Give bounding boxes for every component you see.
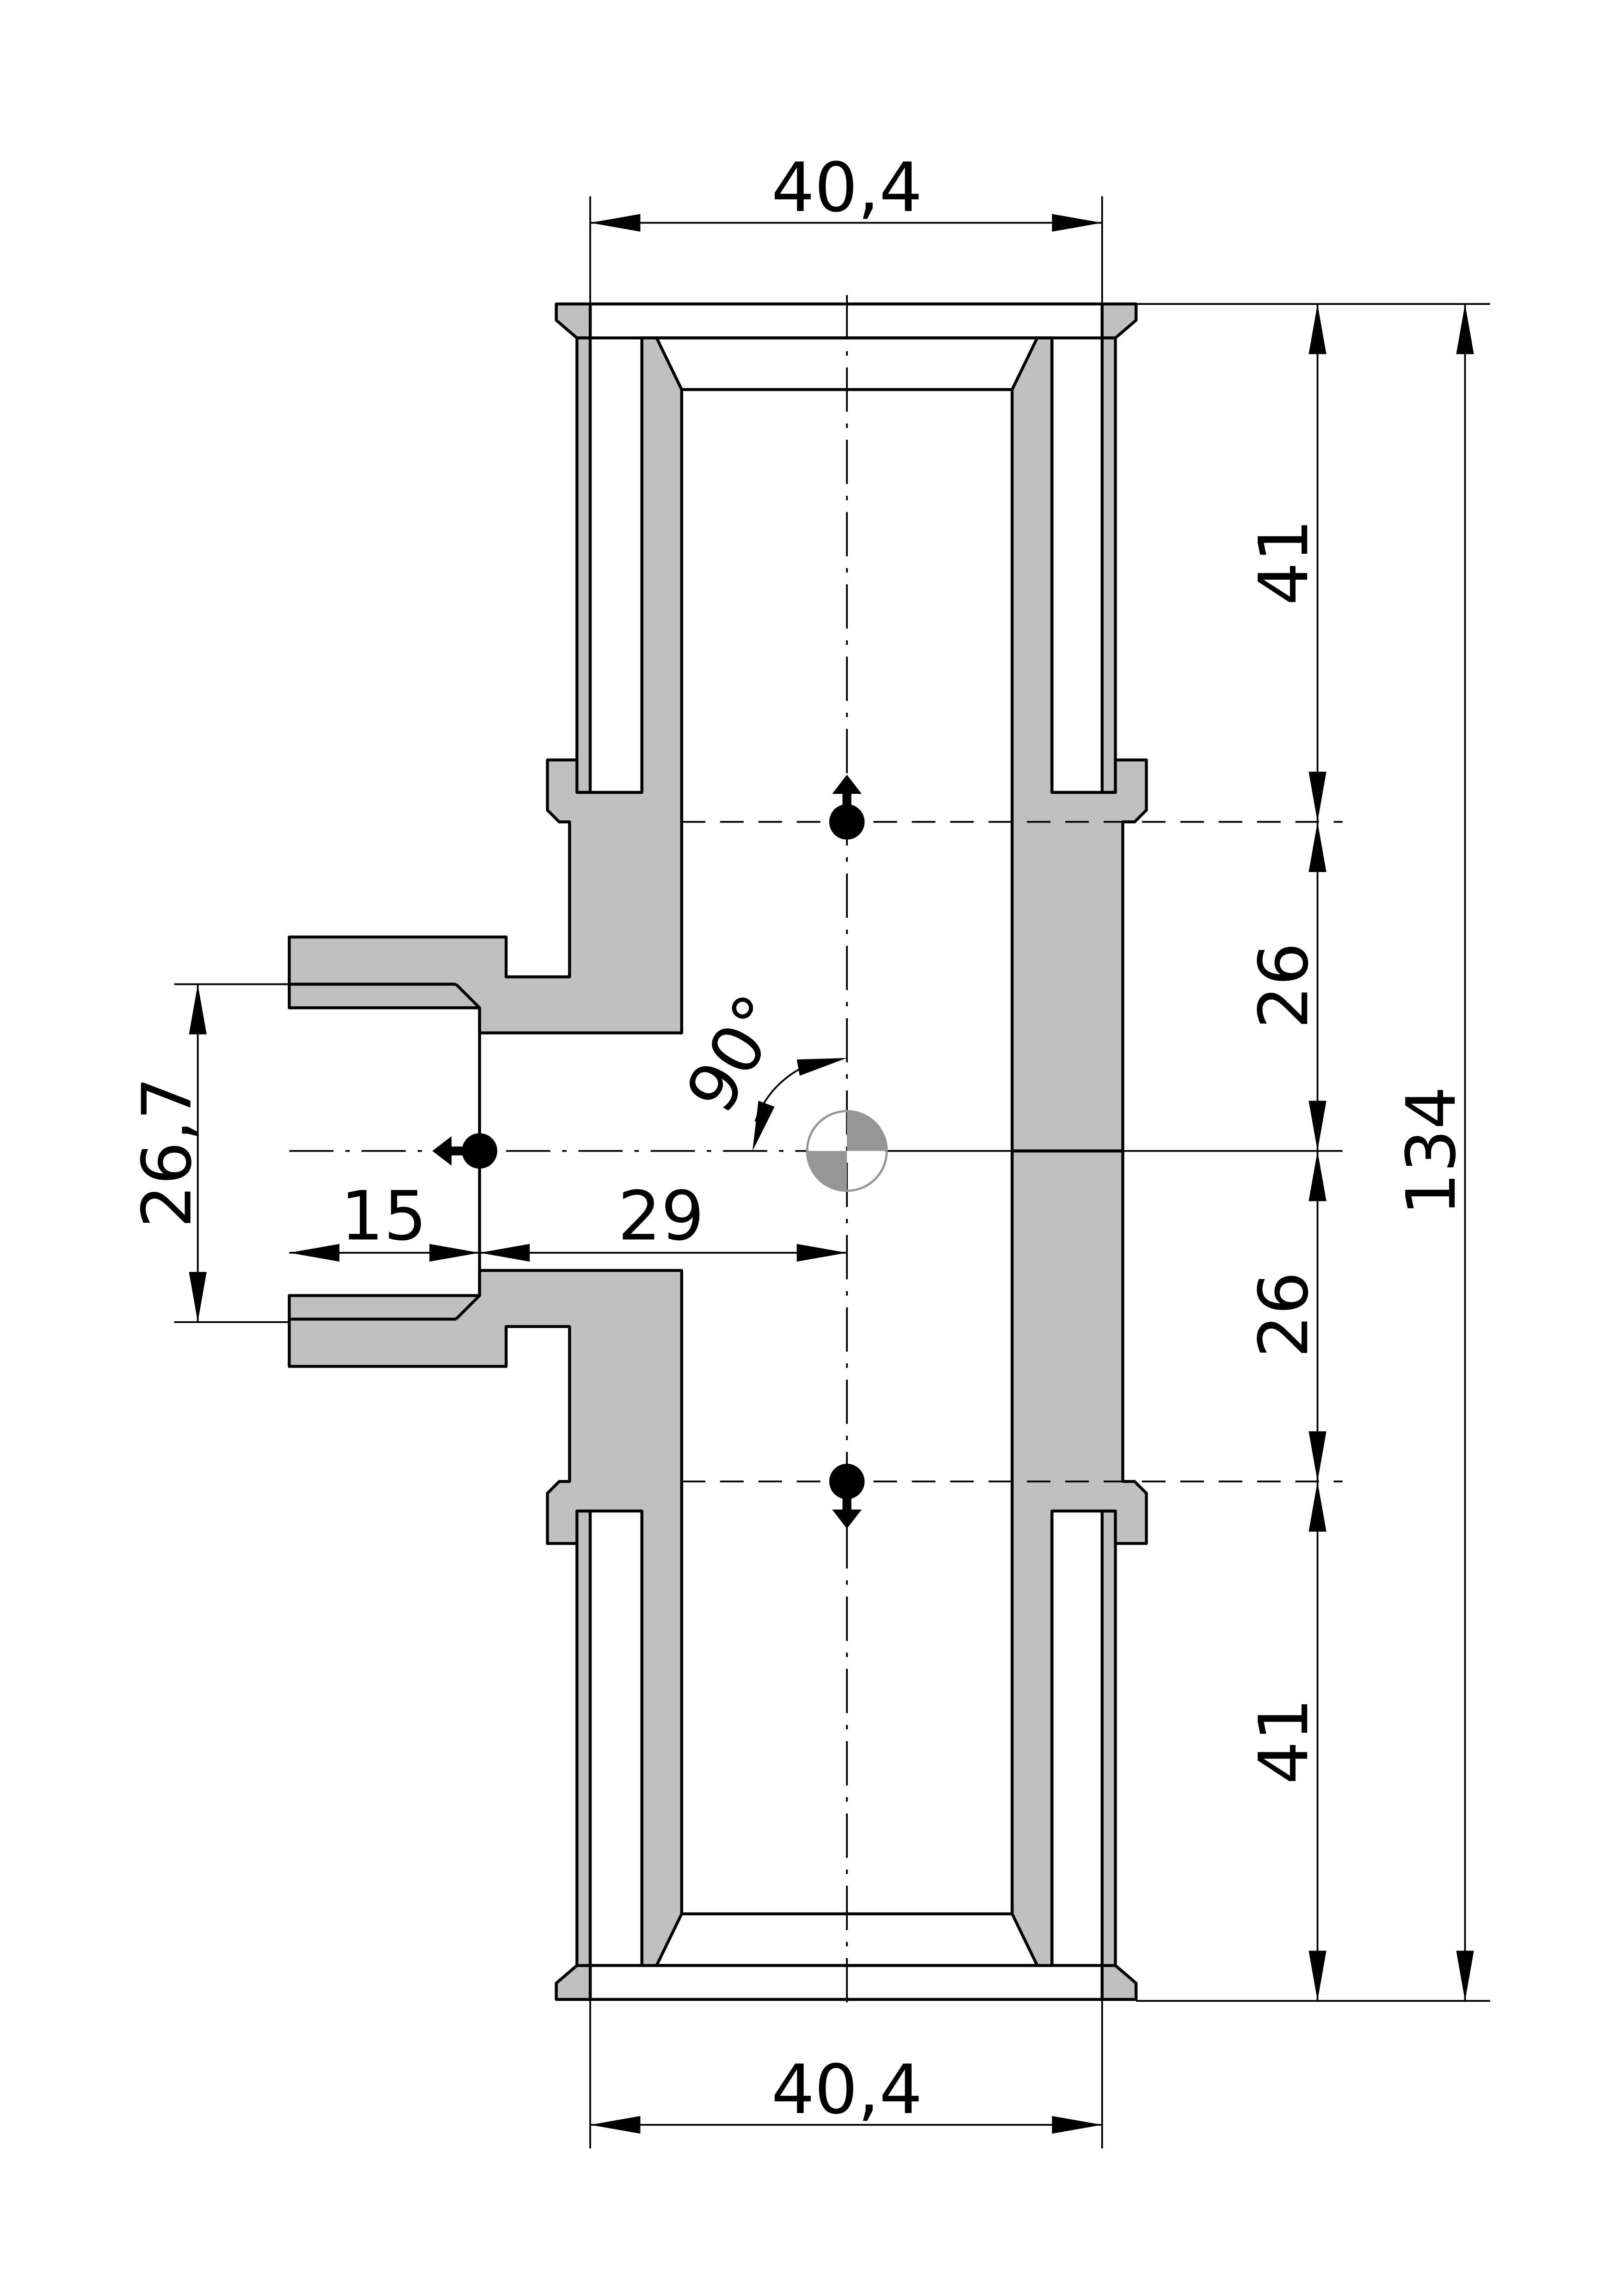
dimension-arrow-icon bbox=[1308, 1950, 1327, 2001]
angle-arrow-icon bbox=[796, 1058, 847, 1076]
dimension-arrow-icon bbox=[1308, 304, 1327, 354]
dimension-arrow-icon bbox=[1052, 2116, 1102, 2134]
center-of-gravity-mark bbox=[806, 1110, 888, 1192]
right-chamfer bbox=[1100, 302, 1138, 340]
dim-branch-diameter: 26,7 bbox=[128, 1077, 207, 1228]
dimension-arrow-icon bbox=[1308, 822, 1327, 873]
fitting-upper-half bbox=[288, 302, 1148, 1154]
extension-lines bbox=[174, 196, 1490, 2149]
dim-bottom-width: 40,4 bbox=[771, 2050, 923, 2129]
dimension-arrow-icon bbox=[429, 1244, 480, 1262]
dim-upper-half: 26 bbox=[1244, 942, 1323, 1029]
right-outer-strip bbox=[1100, 336, 1117, 794]
dim-branch-to-center: 29 bbox=[618, 1176, 704, 1256]
dimension-arrow-icon bbox=[1308, 1101, 1327, 1151]
left-chamfer bbox=[555, 302, 592, 340]
dim-branch-thread: 15 bbox=[340, 1176, 427, 1256]
dimension-arrow-icon bbox=[479, 1244, 530, 1262]
angle-arrow-icon bbox=[752, 1101, 775, 1151]
dimension-arrow-icon bbox=[1308, 1151, 1327, 1201]
dimension-arrow-icon bbox=[289, 1244, 339, 1262]
dim-lower-socket: 41 bbox=[1244, 1698, 1323, 1784]
lower-marker-arrow-icon bbox=[829, 1464, 865, 1529]
upper-marker-arrow-icon bbox=[829, 774, 865, 840]
dimension-arrow-icon bbox=[1308, 1431, 1327, 1482]
dim-lower-half: 26 bbox=[1244, 1272, 1323, 1358]
dimension-arrow-icon bbox=[1308, 772, 1327, 822]
dim-overall-length: 134 bbox=[1392, 1086, 1471, 1216]
dimension-arrow-icon bbox=[590, 2116, 641, 2134]
left-outer-strip bbox=[575, 336, 592, 794]
dimension-lines bbox=[197, 222, 1466, 2126]
dimension-arrow-icon bbox=[1456, 1950, 1474, 2001]
dimension-arrow-icon bbox=[590, 214, 641, 232]
dim-top-width: 40,4 bbox=[771, 148, 923, 227]
dimension-arrow-icon bbox=[796, 1244, 847, 1262]
dim-upper-socket: 41 bbox=[1244, 519, 1323, 606]
dimension-arrow-icon bbox=[189, 1272, 207, 1322]
dimension-arrow-icon bbox=[1308, 1481, 1327, 1532]
dimension-arrows bbox=[189, 214, 1474, 2134]
dimension-arrow-icon bbox=[1052, 214, 1102, 232]
left-body-section bbox=[288, 336, 684, 1034]
dim-angle: 90° bbox=[671, 982, 800, 1126]
dimension-arrow-icon bbox=[189, 984, 207, 1034]
fitting-lower-half bbox=[289, 1151, 1146, 1999]
right-body-section bbox=[1011, 336, 1148, 1154]
branch-marker-arrow-icon bbox=[432, 1133, 498, 1169]
dimension-arrow-icon bbox=[1456, 304, 1474, 354]
